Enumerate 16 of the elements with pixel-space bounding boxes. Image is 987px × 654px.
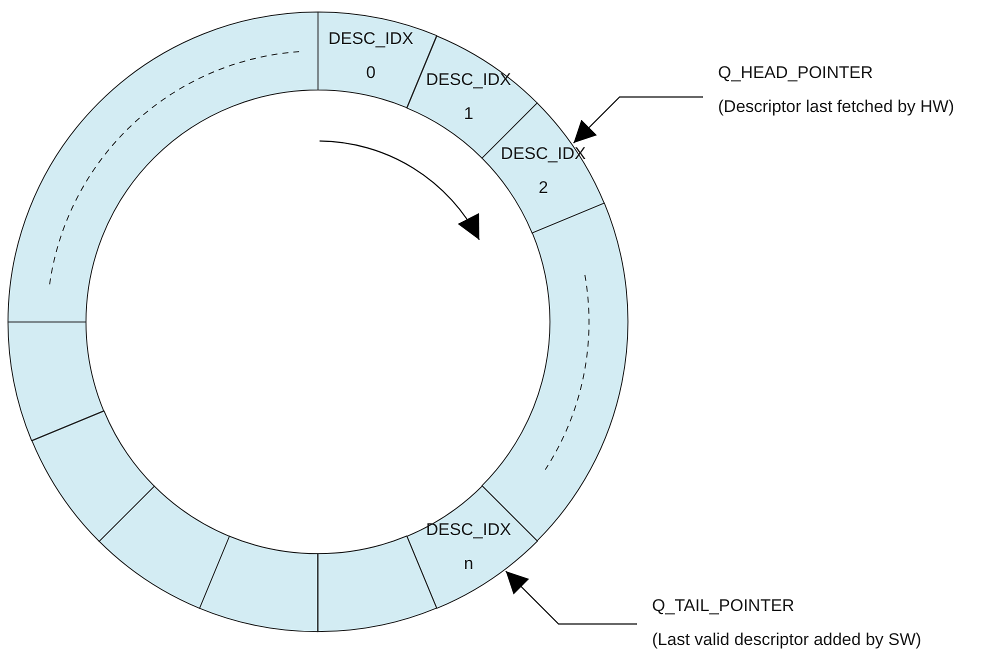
descriptor-label: DESC_IDX 0 xyxy=(328,28,414,84)
pointer-description: (Descriptor last fetched by HW) xyxy=(718,96,954,118)
ring-segment xyxy=(8,12,318,322)
ring-segment xyxy=(8,322,104,441)
descriptor-label: DESC_IDX n xyxy=(426,519,512,576)
ring-segment xyxy=(199,536,318,632)
leader-arrow xyxy=(505,570,637,625)
descriptor-label: DESC_IDX 1 xyxy=(426,68,512,125)
ring-segment xyxy=(32,410,154,542)
pointer-description: (Last valid descriptor added by SW) xyxy=(652,629,922,651)
ring-segment xyxy=(406,486,538,608)
pointer-name: Q_HEAD_POINTER xyxy=(718,62,874,84)
ring-segment xyxy=(98,486,230,608)
ring-segment xyxy=(482,102,604,234)
leader-arrow xyxy=(573,96,703,144)
pointer-name: Q_TAIL_POINTER xyxy=(652,595,796,617)
